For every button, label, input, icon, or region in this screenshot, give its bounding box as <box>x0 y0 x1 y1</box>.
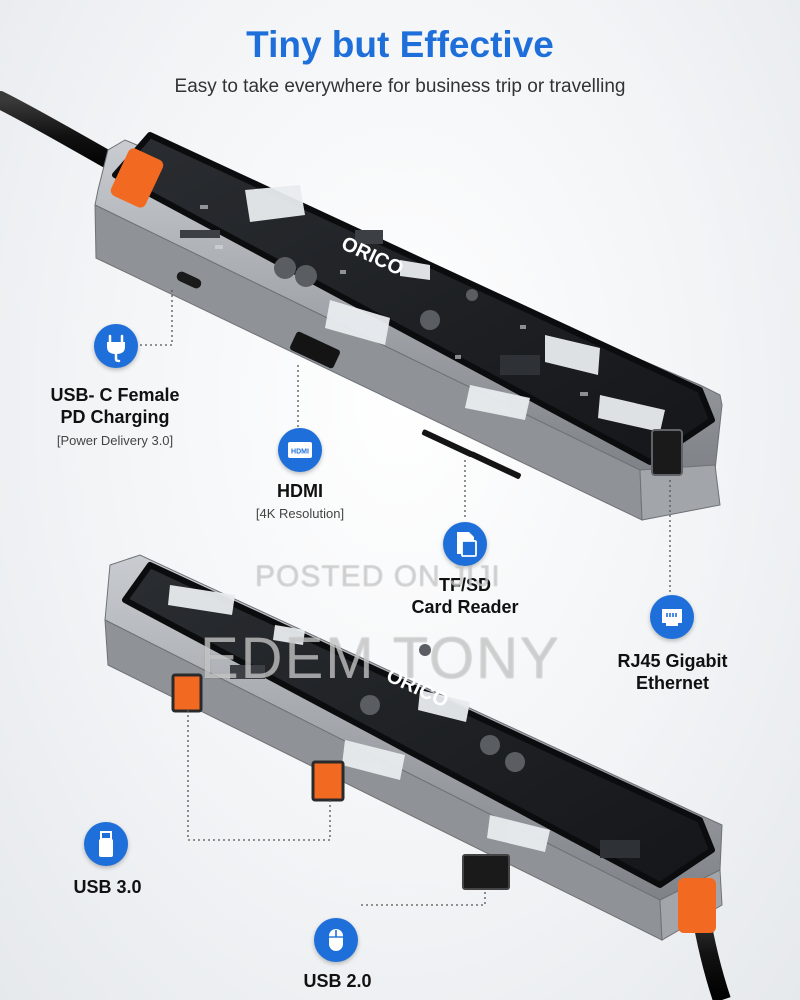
usb-c-plug-icon <box>94 324 138 368</box>
usb-c-port <box>176 271 202 289</box>
hdmi-icon: HDMI <box>278 428 322 472</box>
usb2-label: USB 2.0 <box>303 971 372 991</box>
ethernet-port-icon <box>650 595 694 639</box>
usb-c-subtitle: [Power Delivery 3.0] <box>56 433 174 448</box>
card-slot-tf <box>421 429 473 457</box>
usb-c-title-line2: PD Charging <box>60 407 170 427</box>
rj45-port <box>651 429 683 476</box>
bottom-hub-window <box>122 562 715 888</box>
rj45-label: RJ45 Gigabit Ethernet <box>595 650 750 694</box>
sd-card-icon <box>443 522 487 566</box>
bottom-cable-connector <box>678 878 716 933</box>
hdmi-subtitle: [4K Resolution] <box>255 506 345 521</box>
card-reader-title-line2: Card Reader <box>411 597 519 617</box>
watermark-line1: POSTED ON JIJI <box>255 560 501 593</box>
card-reader-label: TF/SD Card Reader <box>380 574 550 618</box>
usb2-port <box>462 854 510 890</box>
usb3-port-1 <box>171 673 203 713</box>
hdmi-icon-text: HDMI <box>291 449 309 456</box>
leader-lines <box>140 290 671 906</box>
usb3-port-2 <box>311 760 345 802</box>
watermark-line2: EDEM TONY <box>200 626 561 691</box>
page-title: Tiny but Effective <box>246 24 554 65</box>
card-slot-sd <box>469 451 521 479</box>
usb-stick-icon <box>84 822 128 866</box>
top-hub-device: ORICO <box>0 91 723 521</box>
top-cable-connector <box>110 148 164 208</box>
usb-c-label: USB- C Female PD Charging <box>30 384 200 428</box>
bottom-hub-device: ORICO <box>104 554 731 1000</box>
usb-c-title-line1: USB- C Female <box>50 385 180 405</box>
mouse-icon <box>314 918 358 962</box>
hdmi-label: HDMI <box>277 481 323 501</box>
rj45-title-line1: RJ45 Gigabit <box>617 651 728 671</box>
usb3-label: USB 3.0 <box>73 877 142 897</box>
hdmi-port <box>290 331 340 369</box>
card-reader-title-line1: TF/SD <box>439 575 491 595</box>
page-subtitle: Easy to take everywhere for business tri… <box>174 76 626 97</box>
rj45-title-line2: Ethernet <box>635 673 709 693</box>
